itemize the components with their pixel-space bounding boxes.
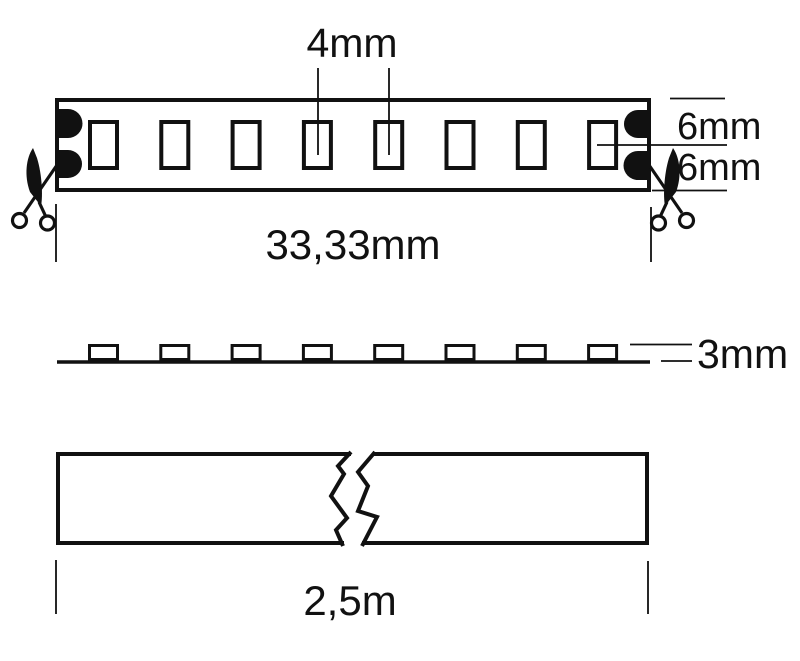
led-chip <box>444 120 476 170</box>
led-chip <box>587 344 619 361</box>
strip-length-outline-left <box>56 452 351 545</box>
side-view-led-row <box>88 344 619 361</box>
led-chip <box>515 344 547 361</box>
scissors-ring <box>677 211 696 230</box>
dim-label-total-length: 2,5m <box>303 577 397 624</box>
dim-label-led-pitch: 4mm <box>306 20 398 66</box>
led-chip <box>159 344 191 361</box>
led-chip <box>515 120 547 170</box>
led-chip <box>444 344 476 361</box>
solder-pad <box>623 151 649 180</box>
scissors-icon <box>647 148 696 232</box>
led-chip <box>88 120 119 170</box>
scissors-icon <box>10 148 59 232</box>
solder-pad <box>624 110 649 138</box>
strip-length-view <box>55 450 649 614</box>
scissors-handle <box>658 201 669 218</box>
dim-label-lower-width: 6mm <box>677 147 762 189</box>
scissors-handle <box>37 201 48 218</box>
strip-side-view <box>57 343 692 364</box>
scissors-ring <box>649 214 668 232</box>
led-chip <box>230 344 262 361</box>
strip-length-outline-right <box>362 452 649 545</box>
led-chip <box>88 344 119 361</box>
led-chip <box>373 344 405 361</box>
scissors-ring <box>38 214 57 232</box>
led-chip <box>301 344 333 361</box>
scissors-ring <box>10 211 29 230</box>
strip-top-view <box>10 68 727 262</box>
led-chip <box>159 120 191 170</box>
dim-label-strip-height: 3mm <box>697 331 789 377</box>
scissors-blade <box>647 164 684 214</box>
led-chip <box>230 120 262 170</box>
strip-body-outline <box>55 98 651 192</box>
solder-pad <box>57 150 82 178</box>
break-zigzag-right <box>355 450 380 547</box>
scissors-blade <box>22 164 59 214</box>
break-zigzag-left <box>328 450 353 547</box>
dim-label-cut-segment-length: 33,33mm <box>265 221 441 268</box>
solder-pad <box>57 109 83 138</box>
dim-label-upper-width: 6mm <box>677 106 762 148</box>
